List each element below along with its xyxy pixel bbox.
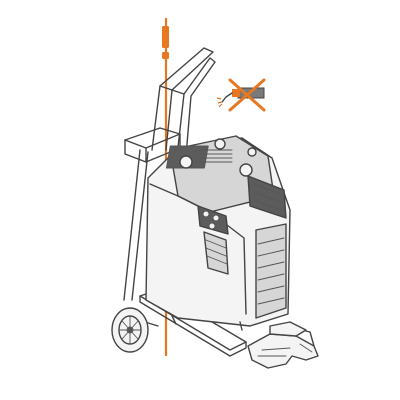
sockets xyxy=(197,205,229,235)
control-panel xyxy=(165,138,257,177)
exclamation-icon xyxy=(162,26,169,59)
gloves-icon xyxy=(247,321,319,369)
cross-out-icon xyxy=(228,78,266,112)
generator-body xyxy=(145,135,291,331)
wheel xyxy=(111,307,149,353)
vent-panel xyxy=(203,231,229,275)
side-grille xyxy=(255,223,287,319)
trolley-frame xyxy=(123,47,247,357)
side-display xyxy=(247,175,287,219)
prohibited-welding-torch xyxy=(216,78,266,112)
